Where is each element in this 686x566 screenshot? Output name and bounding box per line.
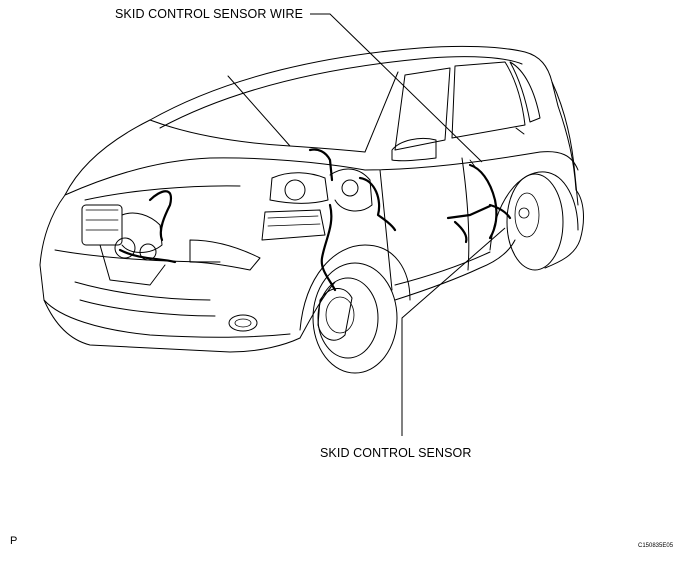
sensor-label: SKID CONTROL SENSOR xyxy=(320,446,472,460)
sensor-wire-label: SKID CONTROL SENSOR WIRE xyxy=(115,7,304,21)
car-body xyxy=(39,45,584,374)
figure-code: C150835E05 xyxy=(638,543,674,549)
corner-mark: P xyxy=(10,535,18,547)
sensor-wiring xyxy=(118,148,512,292)
sensor-leader xyxy=(401,227,506,436)
brake-components xyxy=(81,168,373,286)
sensor-wire-leader xyxy=(310,13,483,163)
